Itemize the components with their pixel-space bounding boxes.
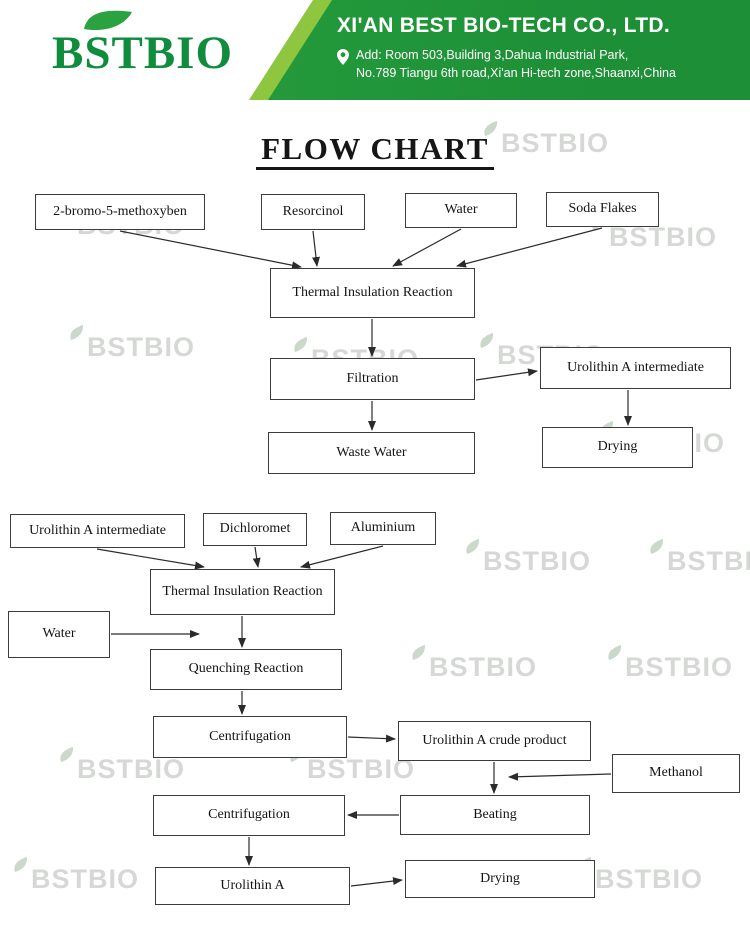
leaf-icon [480, 332, 494, 349]
leaf-icon [60, 746, 74, 763]
watermark: BSTBIO [410, 644, 537, 683]
page-title: FLOW CHART [0, 131, 750, 170]
flow-node-beating: Beating [400, 795, 590, 835]
brand-logo-text: BSTBIO [52, 27, 234, 79]
leaf-icon [608, 644, 622, 661]
leaf-icon [294, 336, 308, 353]
flow-node-thermal-2: Thermal Insulation Reaction [150, 569, 335, 615]
flow-node-soda-flakes: Soda Flakes [546, 192, 659, 227]
watermark: BSTBIO [12, 856, 139, 895]
leaf-icon [412, 644, 426, 661]
company-info: XI'AN BEST BIO-TECH CO., LTD. Add: Room … [337, 14, 676, 82]
leaf-icon [14, 856, 28, 873]
flow-edge-dichloromet-to-thermal-2 [252, 546, 261, 568]
address-lines: Add: Room 503,Building 3,Dahua Industria… [356, 46, 676, 82]
flow-node-resorcinol: Resorcinol [261, 194, 365, 230]
company-name: XI'AN BEST BIO-TECH CO., LTD. [337, 14, 670, 37]
flow-node-urolithin-a: Urolithin A [155, 867, 350, 905]
flow-node-water-2: Water [8, 611, 110, 658]
page-title-text: FLOW CHART [256, 131, 494, 170]
brand-logo: BSTBIO [52, 10, 234, 79]
flow-node-drying-2: Drying [405, 860, 595, 898]
leaf-icon [650, 538, 664, 555]
flow-edge-soda-flakes-to-thermal-1 [456, 227, 603, 268]
watermark: BSTBIO [648, 538, 750, 577]
flow-node-bromo: 2-bromo-5-methoxyben [35, 194, 205, 230]
flow-node-thermal-1: Thermal Insulation Reaction [270, 268, 475, 318]
watermark: BSTBIO [58, 746, 185, 785]
watermark: BSTBIO [464, 538, 591, 577]
flow-edge-uro-int-2-to-thermal-2 [96, 548, 205, 570]
flow-node-aluminium: Aluminium [330, 512, 436, 545]
flow-node-uro-crude: Urolithin A crude product [398, 721, 591, 761]
address-line-2: No.789 Tiangu 6th road,Xi'an Hi-tech zon… [356, 66, 676, 81]
flow-edge-urolithin-a-to-drying-2 [350, 877, 403, 887]
leaf-icon [484, 120, 498, 137]
flow-node-drying-1: Drying [542, 427, 693, 468]
flow-edge-water-1-to-thermal-1 [392, 228, 462, 267]
address-line-1: Add: Room 503,Building 3,Dahua Industria… [356, 48, 629, 62]
flow-node-dichloromet: Dichloromet [203, 513, 307, 546]
flow-node-centrifugation-1: Centrifugation [153, 716, 347, 758]
watermark: BSTBIO [68, 324, 195, 363]
flow-edge-centrifugation-1-to-uro-crude [347, 734, 396, 743]
company-address: Add: Room 503,Building 3,Dahua Industria… [337, 46, 676, 82]
flow-node-uro-int-1: Urolithin A intermediate [540, 347, 731, 389]
flow-node-water-1: Water [405, 193, 517, 228]
flow-edge-filtration-to-uro-int-1 [475, 368, 538, 381]
leaf-icon [70, 324, 84, 341]
flow-node-waste-water: Waste Water [268, 432, 475, 474]
flow-node-filtration: Filtration [270, 358, 475, 400]
flow-node-methanol: Methanol [612, 754, 740, 793]
flow-edge-methanol-to-beating [508, 772, 612, 781]
leaf-icon [466, 538, 480, 555]
flow-node-uro-int-2: Urolithin A intermediate [10, 514, 185, 548]
flow-node-quenching: Quenching Reaction [150, 649, 342, 690]
flow-node-centrifugation-2: Centrifugation [153, 795, 345, 836]
watermark: BSTBIO [482, 120, 609, 159]
flow-edge-resorcinol-to-thermal-1 [312, 230, 320, 267]
header: BSTBIO XI'AN BEST BIO-TECH CO., LTD. Add… [0, 0, 750, 100]
watermark: BSTBIO [606, 644, 733, 683]
location-pin-icon [337, 49, 349, 65]
flow-edge-aluminium-to-thermal-2 [300, 545, 384, 569]
leaf-icon [84, 10, 132, 31]
flow-edge-bromo-to-thermal-1 [119, 230, 302, 270]
